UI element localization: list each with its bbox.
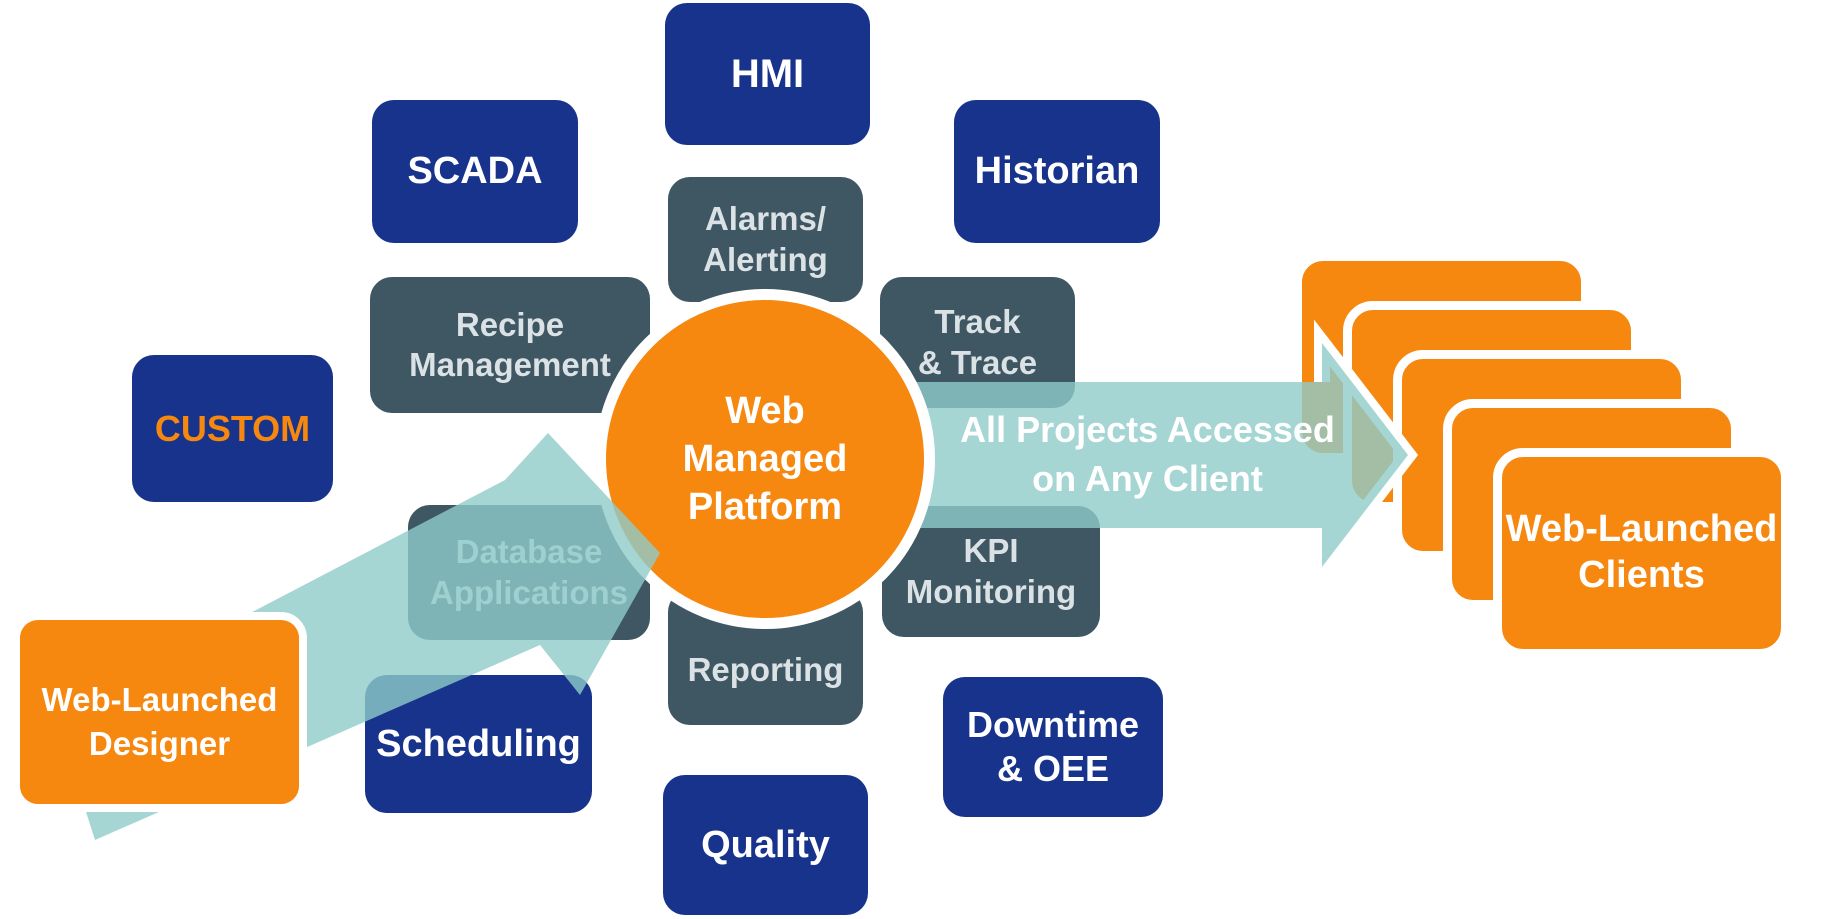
right-arrow-caption: All Projects Accessed on Any Client [960,409,1335,499]
node-scheduling: Scheduling [365,675,592,813]
node-historian: Historian [954,100,1160,243]
node-scada: SCADA [372,100,578,243]
node-alarms-alerting: Alarms/ Alerting [668,177,863,302]
node-recipe-management: Recipe Management [370,277,650,413]
node-web-managed-platform: Web Managed Platform [595,289,935,629]
node-custom: CUSTOM [132,355,333,502]
node-quality: Quality [663,775,868,915]
node-hmi: HMI [665,3,870,145]
client-card-front: Web-Launched Clients [1493,448,1790,658]
node-downtime-oee: Downtime & OEE [943,677,1163,817]
node-web-launched-designer: Web-Launched Designer [12,612,307,812]
